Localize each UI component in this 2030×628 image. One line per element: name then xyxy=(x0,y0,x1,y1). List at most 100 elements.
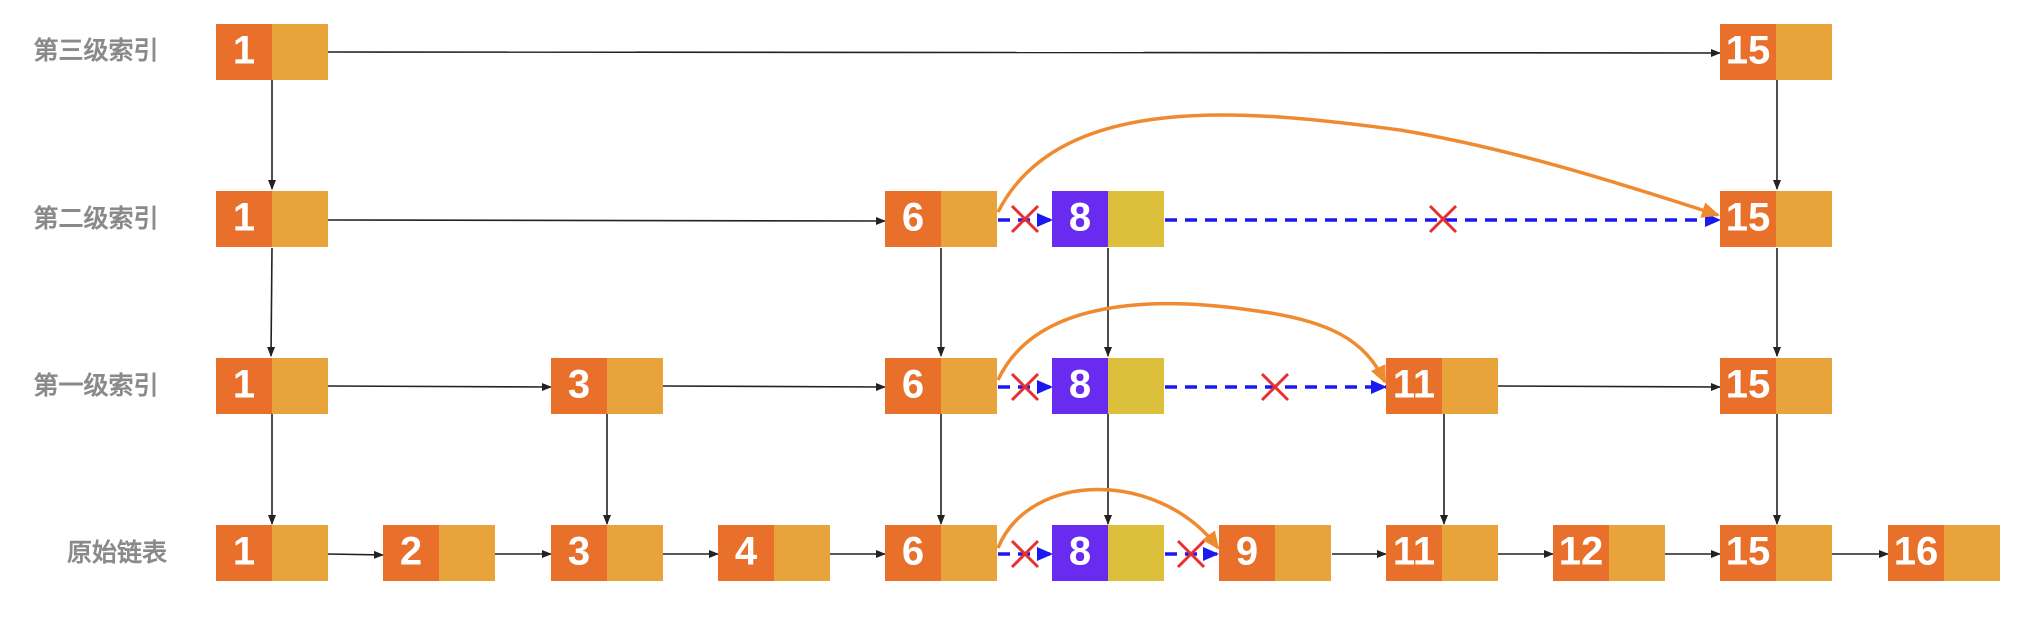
node-key-cell xyxy=(1052,191,1108,247)
node-key-label: 1 xyxy=(233,196,255,240)
node-key-label: 9 xyxy=(1236,530,1258,574)
node-key-label: 6 xyxy=(902,530,924,574)
node-key-cell xyxy=(1052,358,1108,414)
node-pointer-cell xyxy=(941,191,997,247)
node-pointer-cell xyxy=(607,525,663,581)
node-key-label: 3 xyxy=(568,363,590,407)
node-key-cell xyxy=(1720,358,1776,414)
removed-link-crosses xyxy=(1010,204,1458,569)
node-pointer-cell xyxy=(272,24,328,80)
node-key-label: 2 xyxy=(400,530,422,574)
node-key-cell xyxy=(551,525,607,581)
skiplist-node: 15 xyxy=(1720,525,1832,581)
node-key-cell xyxy=(1386,525,1442,581)
node-pointer-cell xyxy=(272,191,328,247)
node-key-label: 12 xyxy=(1559,530,1604,574)
node-key-label: 8 xyxy=(1069,530,1091,574)
node-key-cell xyxy=(216,24,272,80)
deleted-node: 8 xyxy=(1052,358,1164,414)
skiplist-node: 6 xyxy=(885,525,997,581)
skiplist-node: 4 xyxy=(718,525,830,581)
node-key-label: 15 xyxy=(1726,363,1771,407)
cross-icon xyxy=(1260,372,1290,402)
skiplist-node: 12 xyxy=(1553,525,1665,581)
node-key-label: 6 xyxy=(902,196,924,240)
skiplist-node: 1 xyxy=(216,191,328,247)
node-key-label: 8 xyxy=(1069,196,1091,240)
cross-icon xyxy=(1010,372,1040,402)
node-pointer-cell xyxy=(1776,358,1832,414)
node-pointer-cell xyxy=(1108,191,1164,247)
node-pointer-cell xyxy=(1442,358,1498,414)
skiplist-node: 15 xyxy=(1720,358,1832,414)
node-key-label: 1 xyxy=(233,363,255,407)
node-pointer-cell xyxy=(1944,525,2000,581)
node-key-cell xyxy=(1720,191,1776,247)
node-pointer-cell xyxy=(607,358,663,414)
skiplist-node: 2 xyxy=(383,525,495,581)
bypass-links xyxy=(996,113,1720,550)
node-key-cell xyxy=(383,525,439,581)
node-key-label: 1 xyxy=(233,530,255,574)
node-key-cell xyxy=(216,191,272,247)
node-pointer-cell xyxy=(1108,358,1164,414)
node-pointer-cell xyxy=(774,525,830,581)
level-3-label: 第三级索引 xyxy=(33,36,158,65)
node-key-label: 8 xyxy=(1069,363,1091,407)
cross-icon xyxy=(1428,204,1458,234)
skiplist-node: 11 xyxy=(1386,525,1498,581)
node-key-label: 3 xyxy=(568,530,590,574)
node-key-label: 15 xyxy=(1726,196,1771,240)
node-pointer-cell xyxy=(439,525,495,581)
node-pointer-cell xyxy=(272,358,328,414)
node-key-cell xyxy=(885,358,941,414)
node-key-label: 16 xyxy=(1894,530,1939,574)
node-pointer-cell xyxy=(1275,525,1331,581)
node-pointer-cell xyxy=(1442,525,1498,581)
node-key-cell xyxy=(216,358,272,414)
skiplist-node: 9 xyxy=(1219,525,1331,581)
node-pointer-cell xyxy=(941,525,997,581)
node-key-cell xyxy=(885,525,941,581)
skiplist-node: 3 xyxy=(551,358,663,414)
node-key-cell xyxy=(1219,525,1275,581)
down-links xyxy=(267,80,1781,525)
node-key-label: 15 xyxy=(1726,530,1771,574)
node-pointer-cell xyxy=(1776,191,1832,247)
skiplist-node: 15 xyxy=(1720,191,1832,247)
node-key-label: 4 xyxy=(735,530,758,574)
level-1-label: 第一级索引 xyxy=(33,371,158,400)
node-pointer-cell xyxy=(1776,525,1832,581)
cross-icon xyxy=(1176,539,1206,569)
node-key-cell xyxy=(1052,525,1108,581)
node-key-cell xyxy=(216,525,272,581)
cross-icon xyxy=(1010,539,1040,569)
node-key-cell xyxy=(1386,358,1442,414)
node-key-cell xyxy=(551,358,607,414)
skiplist-node: 6 xyxy=(885,191,997,247)
deleted-node: 8 xyxy=(1052,191,1164,247)
node-key-cell xyxy=(885,191,941,247)
node-pointer-cell xyxy=(1108,525,1164,581)
skiplist-node: 1 xyxy=(216,358,328,414)
node-pointer-cell xyxy=(1776,24,1832,80)
node-key-label: 15 xyxy=(1726,29,1771,73)
skiplist-node: 11 xyxy=(1386,358,1498,414)
node-pointer-cell xyxy=(1609,525,1665,581)
node-key-label: 11 xyxy=(1393,530,1435,574)
node-pointer-cell xyxy=(941,358,997,414)
node-key-cell xyxy=(1553,525,1609,581)
cross-icon xyxy=(1010,204,1040,234)
skiplist-node: 1 xyxy=(216,24,328,80)
forward-links xyxy=(327,48,1889,559)
node-key-cell xyxy=(1888,525,1944,581)
level-2-label: 第二级索引 xyxy=(33,204,158,233)
node-key-label: 1 xyxy=(233,29,255,73)
skiplist-node: 16 xyxy=(1888,525,2000,581)
skiplist-node: 15 xyxy=(1720,24,1832,80)
deleted-node: 8 xyxy=(1052,525,1164,581)
node-key-cell xyxy=(1720,24,1776,80)
node-key-cell xyxy=(1720,525,1776,581)
node-key-label: 11 xyxy=(1393,363,1435,407)
